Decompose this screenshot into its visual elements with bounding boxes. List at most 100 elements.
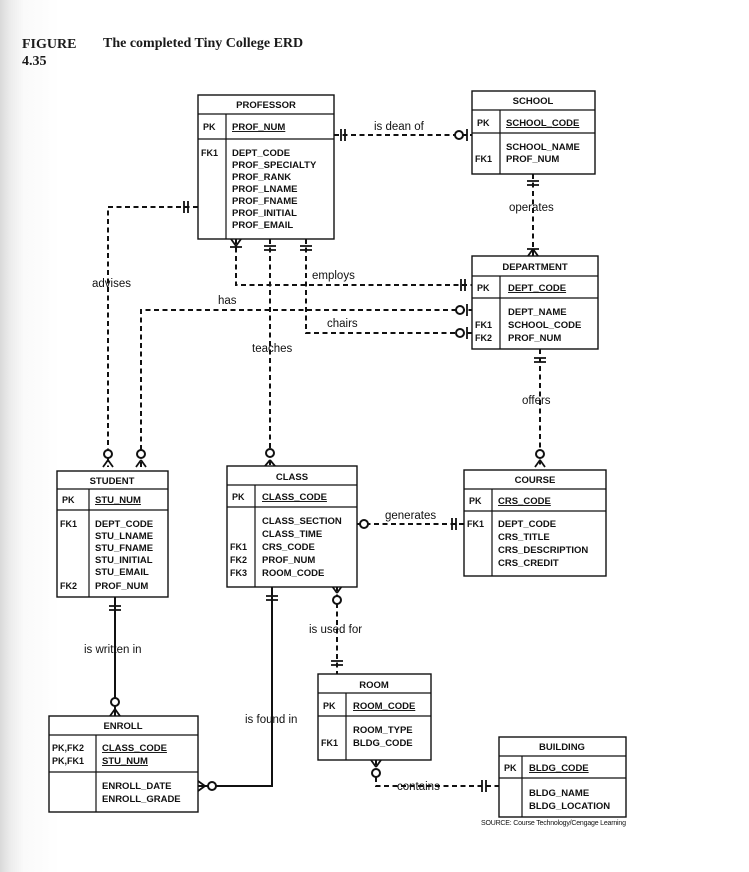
rel-label-teaches: teaches <box>252 343 293 355</box>
enroll-pk-label: PK,FK2 <box>52 743 84 753</box>
department-title: DEPARTMENT <box>502 262 567 273</box>
building-attr: BLDG_NAME <box>529 788 589 799</box>
cardinality-symbols <box>102 129 546 792</box>
department-fk-label: FK2 <box>475 333 492 343</box>
rel-label-has: has <box>218 295 237 307</box>
class-fk-label: FK1 <box>230 542 247 552</box>
room-attr: BLDG_CODE <box>353 738 413 749</box>
enroll-pk: CLASS_CODE <box>102 743 167 754</box>
student-attr: STU_LNAME <box>95 531 153 542</box>
professor-attr: PROF_LNAME <box>232 184 297 195</box>
professor-attr: PROF_FNAME <box>232 196 297 207</box>
rel-label-advises: advises <box>92 278 131 290</box>
line-employs <box>235 239 472 286</box>
school-fk-label: FK1 <box>475 154 492 164</box>
rel-label-operates: operates <box>509 202 554 214</box>
rel-label-employs: employs <box>312 270 355 282</box>
professor-pk: PROF_NUM <box>232 122 285 133</box>
student-fk-label: FK1 <box>60 519 77 529</box>
enroll-attr: ENROLL_DATE <box>102 781 172 792</box>
room-title: ROOM <box>359 680 389 691</box>
building-attr: BLDG_LOCATION <box>529 801 610 812</box>
line-chairs <box>305 239 472 334</box>
professor-title: PROFESSOR <box>236 100 296 111</box>
department-attr: DEPT_NAME <box>508 307 567 318</box>
line-is-found-in <box>198 587 273 787</box>
student-attr: PROF_NUM <box>95 581 148 592</box>
enroll-pk: STU_NUM <box>102 756 148 767</box>
room-attr: ROOM_TYPE <box>353 725 413 736</box>
class-attr: ROOM_CODE <box>262 568 324 579</box>
student-pk-label: PK <box>62 495 75 505</box>
rel-label-offers: offers <box>522 395 551 407</box>
room-fk-label: FK1 <box>321 738 338 748</box>
student-attr: DEPT_CODE <box>95 519 153 530</box>
department-attr: SCHOOL_CODE <box>508 320 581 331</box>
line-advises <box>107 206 198 467</box>
entity-professor: PROFESSOR PK PROF_NUM FK1 DEPT_CODE PROF… <box>197 94 335 240</box>
source-credit: SOURCE: Course Technology/Cengage Learni… <box>481 820 626 827</box>
rel-label-is-used-for: is used for <box>309 624 362 636</box>
professor-fk-label: FK1 <box>201 148 218 158</box>
entity-student: STUDENT PK STU_NUM FK1 DEPT_CODE STU_LNA… <box>56 470 169 598</box>
class-fk-label: FK3 <box>230 568 247 578</box>
department-fk-label: FK1 <box>475 320 492 330</box>
class-pk-label: PK <box>232 492 245 502</box>
department-pk: DEPT_CODE <box>508 283 566 294</box>
professor-pk-label: PK <box>203 122 216 132</box>
student-pk: STU_NUM <box>95 495 141 506</box>
building-pk: BLDG_CODE <box>529 763 589 774</box>
course-attr: CRS_TITLE <box>498 532 550 543</box>
figure-number-value: 4.35 <box>22 54 47 69</box>
room-pk: ROOM_CODE <box>353 701 415 712</box>
student-fk-label: FK2 <box>60 581 77 591</box>
entity-course: COURSE PK CRS_CODE FK1 DEPT_CODE CRS_TIT… <box>463 469 607 577</box>
entity-department: DEPARTMENT PK DEPT_CODE DEPT_NAME FK1 SC… <box>471 255 599 350</box>
room-pk-label: PK <box>323 701 336 711</box>
building-pk-label: PK <box>504 763 517 773</box>
entity-building: BUILDING PK BLDG_CODE BLDG_NAME BLDG_LOC… <box>498 736 627 818</box>
building-title: BUILDING <box>539 742 585 753</box>
professor-attr: DEPT_CODE <box>232 148 290 159</box>
course-title: COURSE <box>515 475 556 486</box>
department-pk-label: PK <box>477 283 490 293</box>
figure-title: The completed Tiny College ERD <box>103 36 304 51</box>
rel-label-chairs: chairs <box>327 318 358 330</box>
course-attr: CRS_CREDIT <box>498 558 559 569</box>
student-title: STUDENT <box>90 476 135 487</box>
professor-attr: PROF_EMAIL <box>232 220 293 231</box>
school-attr: SCHOOL_NAME <box>506 142 580 153</box>
professor-attr: PROF_INITIAL <box>232 208 297 219</box>
school-pk: SCHOOL_CODE <box>506 118 579 129</box>
professor-attr: PROF_SPECIALTY <box>232 160 317 171</box>
enroll-pk-label: PK,FK1 <box>52 756 84 766</box>
enroll-attr: ENROLL_GRADE <box>102 794 181 805</box>
class-pk: CLASS_CODE <box>262 492 327 503</box>
course-pk: CRS_CODE <box>498 496 551 507</box>
figure-label: FIGURE <box>22 37 77 52</box>
entity-room: ROOM PK ROOM_CODE ROOM_TYPE FK1 BLDG_COD… <box>317 673 432 761</box>
enroll-title: ENROLL <box>103 721 142 732</box>
rel-label-generates: generates <box>385 510 436 522</box>
class-attr: CLASS_TIME <box>262 529 322 540</box>
course-attr: CRS_DESCRIPTION <box>498 545 588 556</box>
school-attr: PROF_NUM <box>506 154 559 165</box>
professor-attr: PROF_RANK <box>232 172 291 183</box>
course-pk-label: PK <box>469 496 482 506</box>
line-has <box>140 309 472 467</box>
school-pk-label: PK <box>477 118 490 128</box>
student-attr: STU_FNAME <box>95 543 153 554</box>
class-fk-label: FK2 <box>230 555 247 565</box>
entity-school: SCHOOL PK SCHOOL_CODE SCHOOL_NAME FK1 PR… <box>471 90 596 175</box>
entity-class: CLASS PK CLASS_CODE CLASS_SECTION CLASS_… <box>226 465 358 588</box>
class-attr: CRS_CODE <box>262 542 315 553</box>
relationship-lines <box>107 134 541 787</box>
rel-label-is-dean-of: is dean of <box>374 121 425 133</box>
relationship-labels: is dean of operates employs has chairs a… <box>84 121 554 793</box>
rel-label-is-written-in: is written in <box>84 644 142 656</box>
course-fk-label: FK1 <box>467 519 484 529</box>
student-attr: STU_INITIAL <box>95 555 153 566</box>
course-attr: DEPT_CODE <box>498 519 556 530</box>
school-title: SCHOOL <box>513 96 554 107</box>
